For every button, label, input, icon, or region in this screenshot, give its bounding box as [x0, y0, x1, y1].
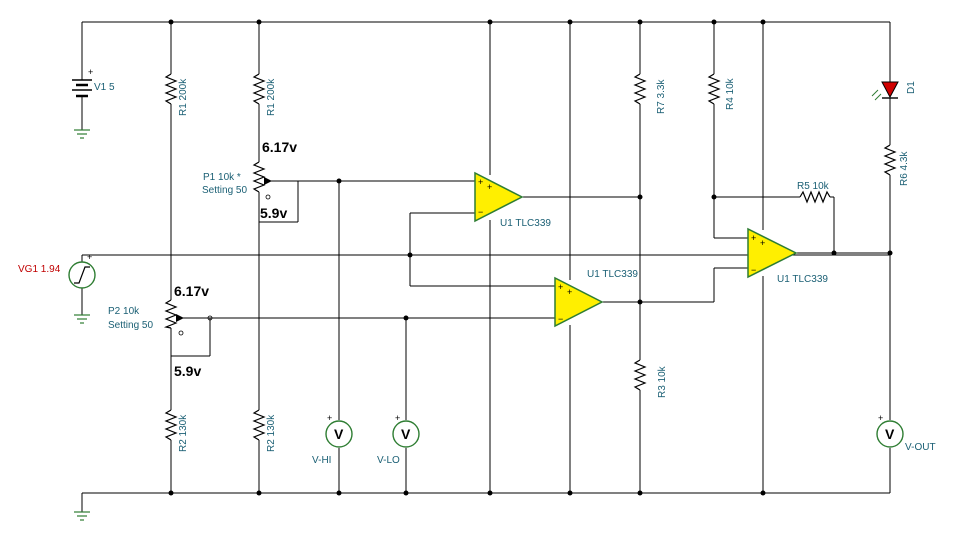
svg-text:V: V: [401, 426, 411, 442]
voltage-p1-top: 6.17v: [262, 139, 297, 155]
r3-label: R3 10k: [657, 365, 668, 398]
svg-text:+: +: [327, 413, 332, 423]
voltage-p1-bottom: 5.9v: [260, 205, 287, 221]
voltmeter-v-out: V + V-OUT: [876, 413, 936, 453]
r6-label: R6 4.3k: [899, 151, 910, 186]
wires: [81, 21, 891, 512]
svg-text:+: +: [567, 287, 572, 297]
p2-label-line2: Setting 50: [108, 320, 153, 331]
svg-text:+: +: [487, 182, 492, 192]
battery-v1: + V1 5: [72, 67, 115, 98]
svg-text:+: +: [88, 67, 93, 77]
potentiometer-p1: P1 10k * Setting 50: [202, 161, 272, 200]
u1c-label: U1 TLC339: [777, 274, 828, 285]
potentiometer-p2: P2 10k Setting 50: [108, 299, 213, 336]
resistor-r6: R6 4.3k: [883, 144, 910, 186]
r5-label: R5 10k: [797, 181, 830, 192]
resistor-r5: R5 10k: [797, 181, 831, 204]
comparator-u1a: + + − U1 TLC339: [474, 171, 551, 229]
svg-text:V: V: [334, 426, 344, 442]
r2-left-label: R2 130k: [178, 414, 189, 452]
led-d1: D1: [871, 81, 917, 101]
p2-label-line1: P2 10k: [108, 306, 140, 317]
function-generator-vg1: + VG1 1.94: [18, 252, 96, 289]
resistor-r4: R4 10k: [707, 73, 736, 110]
r1-right-label: R1 200k: [266, 78, 277, 116]
svg-text:−: −: [478, 207, 483, 217]
comparator-u1c: + + − U1 TLC339: [747, 227, 828, 285]
voltmeter-v-hi: V + V-HI: [312, 413, 353, 466]
ground-main: [74, 511, 90, 521]
comparator-u1b: + + − U1 TLC339: [554, 269, 638, 328]
r2-right-label: R2 130k: [266, 414, 277, 452]
svg-text:+: +: [751, 233, 756, 243]
resistor-r2-left: R2 130k: [164, 409, 189, 452]
svg-text:+: +: [87, 252, 92, 262]
resistor-r2-right: R2 130k: [252, 409, 277, 452]
voltage-p2-top: 6.17v: [174, 283, 209, 299]
svg-text:+: +: [878, 413, 883, 423]
u1b-label: U1 TLC339: [587, 269, 638, 280]
d1-label: D1: [906, 81, 917, 94]
u1a-label: U1 TLC339: [500, 218, 551, 229]
v-lo-label: V-LO: [377, 455, 400, 466]
vg1-label: VG1 1.94: [18, 264, 61, 275]
ground-generator: [74, 314, 90, 324]
v-out-label: V-OUT: [905, 442, 936, 453]
svg-text:+: +: [395, 413, 400, 423]
resistor-r1-left: R1 200k: [164, 73, 189, 116]
svg-text:+: +: [478, 177, 483, 187]
r1-left-label: R1 200k: [178, 78, 189, 116]
v1-label: V1 5: [94, 82, 115, 93]
p1-label-line2: Setting 50: [202, 185, 247, 196]
r7-label: R7 3.3k: [656, 79, 667, 114]
svg-text:−: −: [751, 265, 756, 275]
v-hi-label: V-HI: [312, 455, 331, 466]
r4-label: R4 10k: [725, 77, 736, 110]
voltage-p2-bottom: 5.9v: [174, 363, 201, 379]
svg-text:+: +: [760, 238, 765, 248]
svg-text:−: −: [558, 314, 563, 324]
resistor-r1-right: R1 200k: [252, 73, 277, 116]
svg-text:+: +: [558, 282, 563, 292]
ground-battery: [74, 129, 90, 139]
resistor-r3: R3 10k: [633, 359, 668, 398]
p1-label-line1: P1 10k *: [203, 172, 241, 183]
resistor-r7: R7 3.3k: [633, 73, 667, 114]
junction-dots: [168, 19, 893, 496]
voltmeter-v-lo: V + V-LO: [377, 413, 420, 466]
svg-text:V: V: [885, 426, 895, 442]
